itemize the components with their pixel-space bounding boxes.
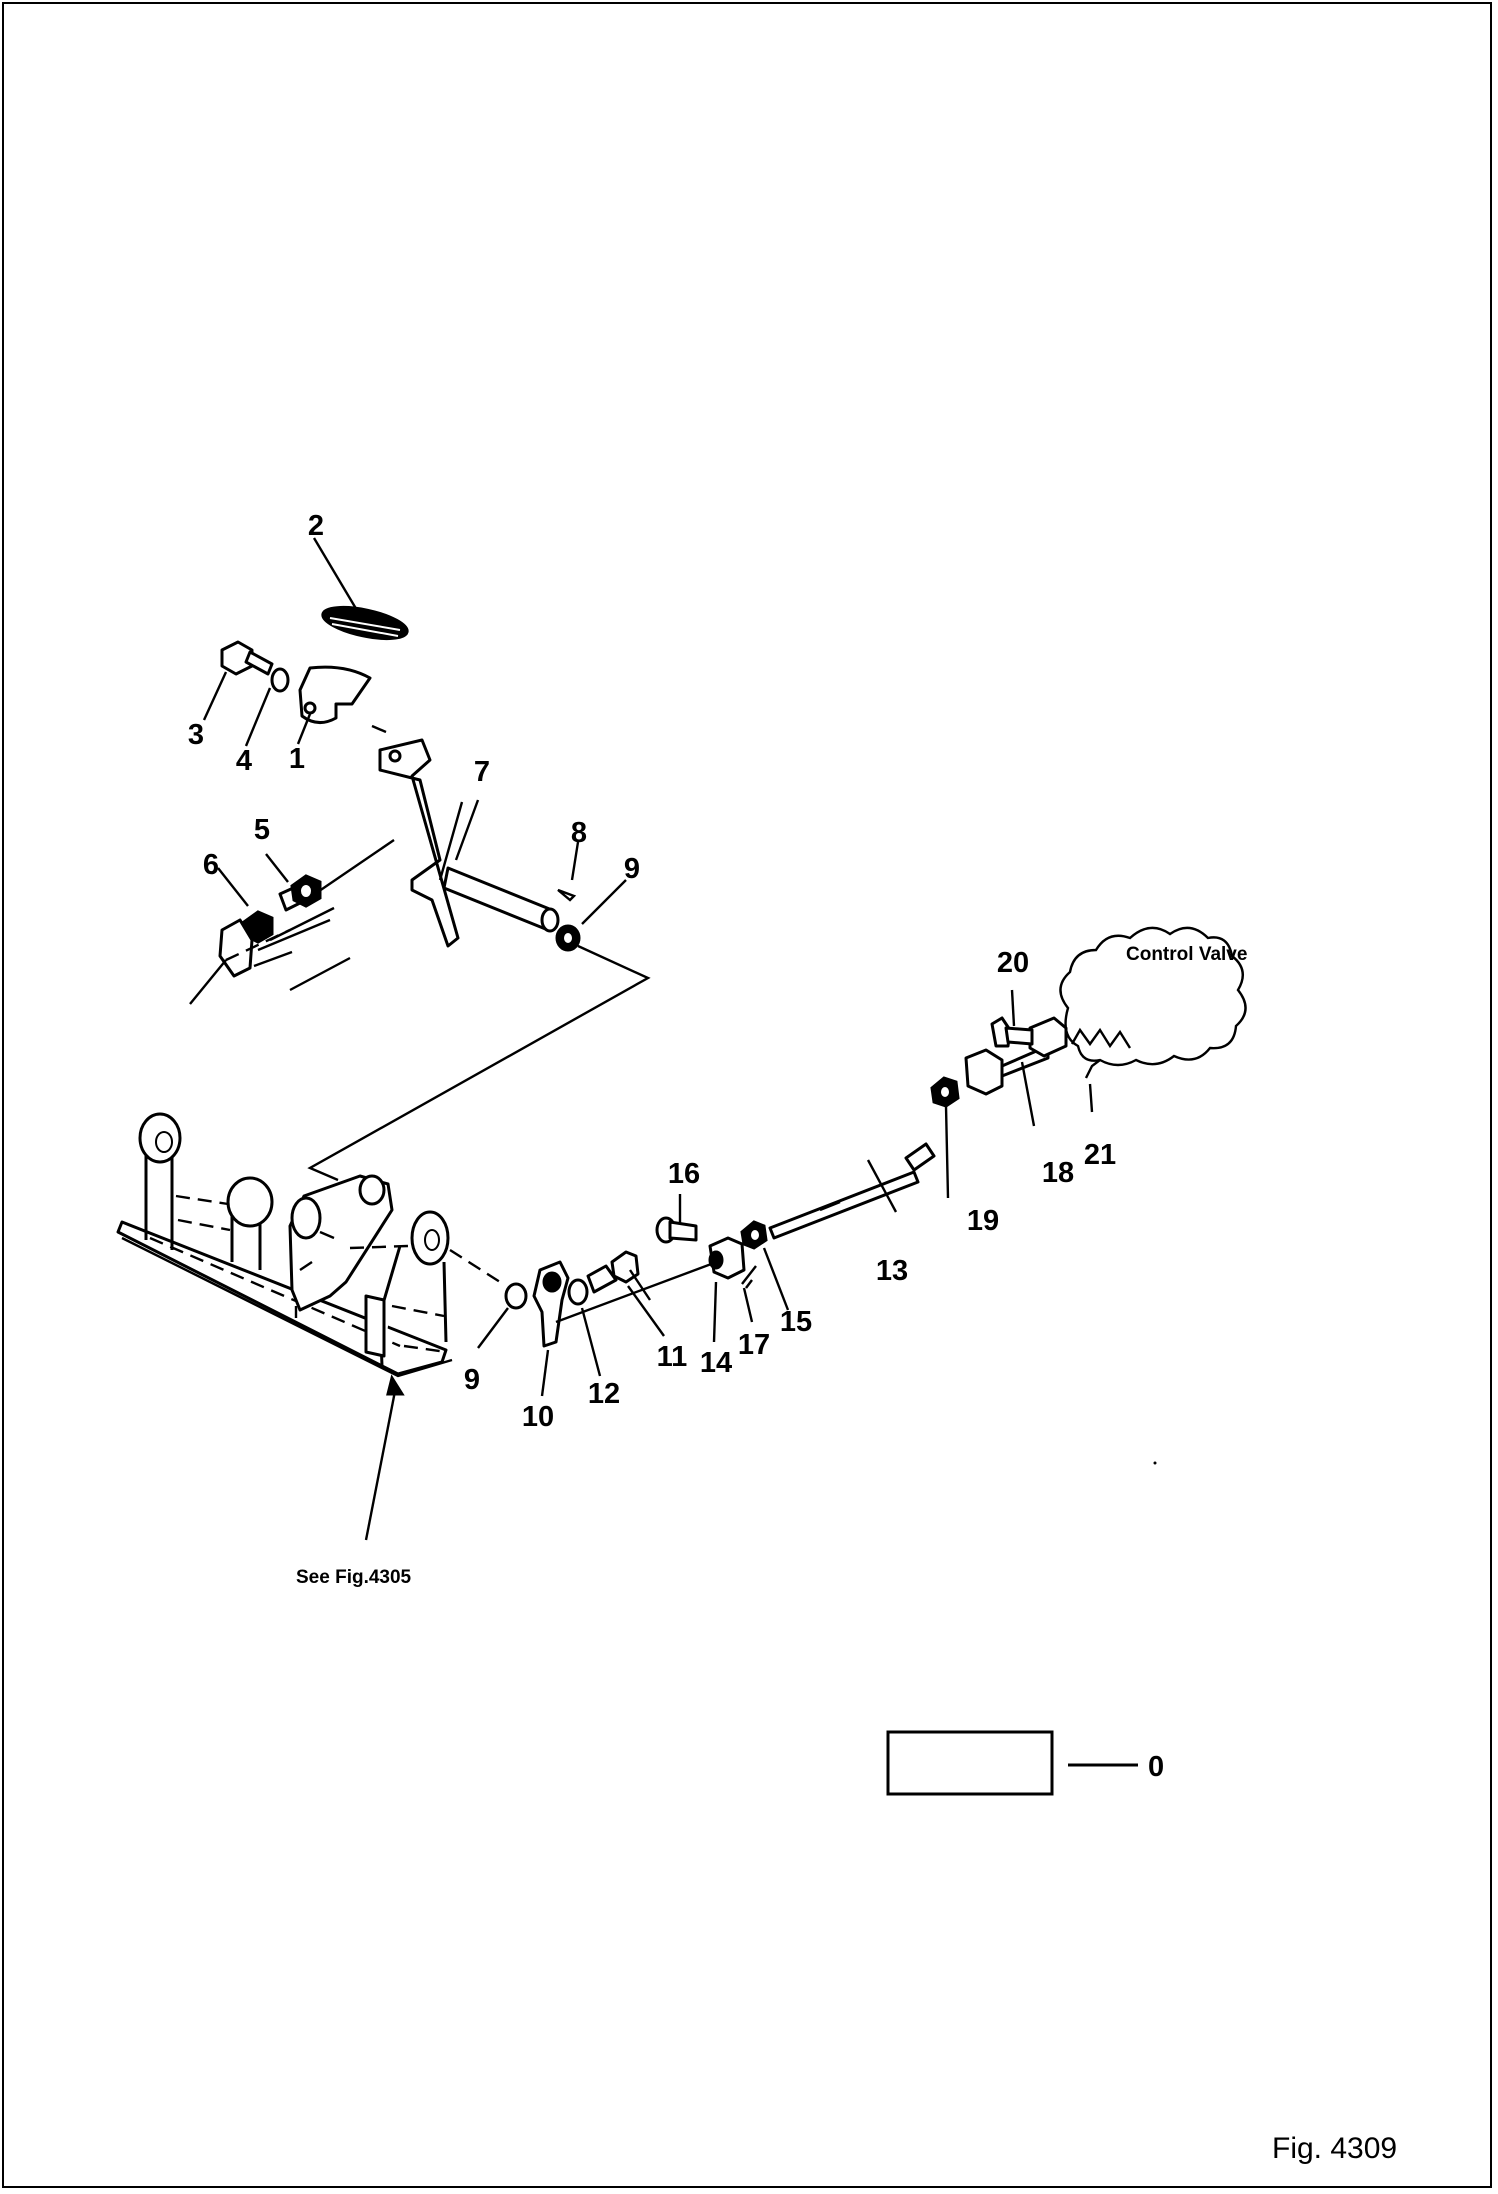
- pedal-bracket: [298, 665, 372, 724]
- figure-label: Fig. 4309: [1272, 2132, 1397, 2165]
- base-lever-housing: [288, 1174, 394, 1318]
- linkage-line: [307, 944, 651, 1182]
- bolt-16: [655, 1216, 698, 1244]
- label-part-16: 16: [668, 1158, 700, 1190]
- legend: 0: [886, 1730, 1164, 1796]
- control-valve-label: Control Valve: [1126, 944, 1247, 965]
- label-part-8: 8: [571, 817, 587, 849]
- washer-12: [567, 1278, 589, 1306]
- legend-box: [886, 1730, 1054, 1796]
- label-part-17: 17: [738, 1329, 770, 1361]
- label-part-14: 14: [700, 1347, 732, 1379]
- label-part-21: 21: [1084, 1139, 1116, 1171]
- legend-box-number: 0: [1148, 1751, 1164, 1783]
- label-part-19: 19: [967, 1205, 999, 1237]
- bolt-3: [220, 640, 274, 676]
- label-part-6: 6: [203, 849, 219, 881]
- label-part-9-upper: 9: [624, 853, 640, 885]
- base-bracket-right: [364, 1210, 450, 1367]
- pedal-mount: [189, 906, 351, 1005]
- label-part-5: 5: [254, 814, 270, 846]
- washer-9-lower: [504, 1282, 528, 1310]
- label-part-10: 10: [522, 1401, 554, 1433]
- label-part-11: 11: [657, 1341, 688, 1373]
- leader-lines: [202, 537, 1016, 1397]
- label-part-18: 18: [1042, 1157, 1074, 1189]
- base-bracket-left: [138, 1112, 182, 1250]
- see-fig-label: See Fig.4305: [296, 1567, 412, 1588]
- label-part-2: 2: [308, 510, 324, 542]
- control-valve-outline: [1059, 926, 1247, 1067]
- pin-21: [1084, 1059, 1101, 1079]
- base-plate-assembly: [116, 1112, 501, 1378]
- bolt-11: [586, 1250, 640, 1294]
- pin-8: [557, 888, 577, 902]
- see-fig-leader: [364, 1385, 398, 1541]
- bolt-5: [278, 874, 322, 912]
- rod-13: [768, 1142, 936, 1240]
- pedal-assembly: [189, 605, 581, 1005]
- label-part-12: 12: [588, 1378, 620, 1410]
- linkage-assembly: [504, 1016, 1101, 1348]
- bolt-20: [990, 1016, 1034, 1048]
- pin-17: [741, 1265, 757, 1289]
- base-plate: [116, 1220, 448, 1376]
- label-part-20: 20: [997, 947, 1029, 979]
- label-part-9-lower: 9: [464, 1364, 480, 1396]
- label-part-7: 7: [474, 756, 490, 788]
- pedal-pad: [321, 605, 409, 641]
- part-number-labels: 2 3 4 1 7 5 6 8 9 9 10 12 11 14 17 15 16…: [188, 510, 1116, 1433]
- pedal-lever: [378, 738, 460, 948]
- label-part-3: 3: [188, 719, 204, 751]
- label-part-15: 15: [780, 1306, 812, 1338]
- label-part-4: 4: [236, 745, 252, 777]
- base-bracket-middle: [175, 1176, 274, 1270]
- washer-4: [270, 667, 290, 693]
- lever-10: [532, 1260, 570, 1348]
- label-part-1: 1: [289, 743, 305, 775]
- rod-end-14: [708, 1236, 746, 1280]
- rod-end-18: [964, 1016, 1068, 1096]
- lever-shaft: [442, 866, 560, 933]
- label-part-13: 13: [876, 1255, 908, 1287]
